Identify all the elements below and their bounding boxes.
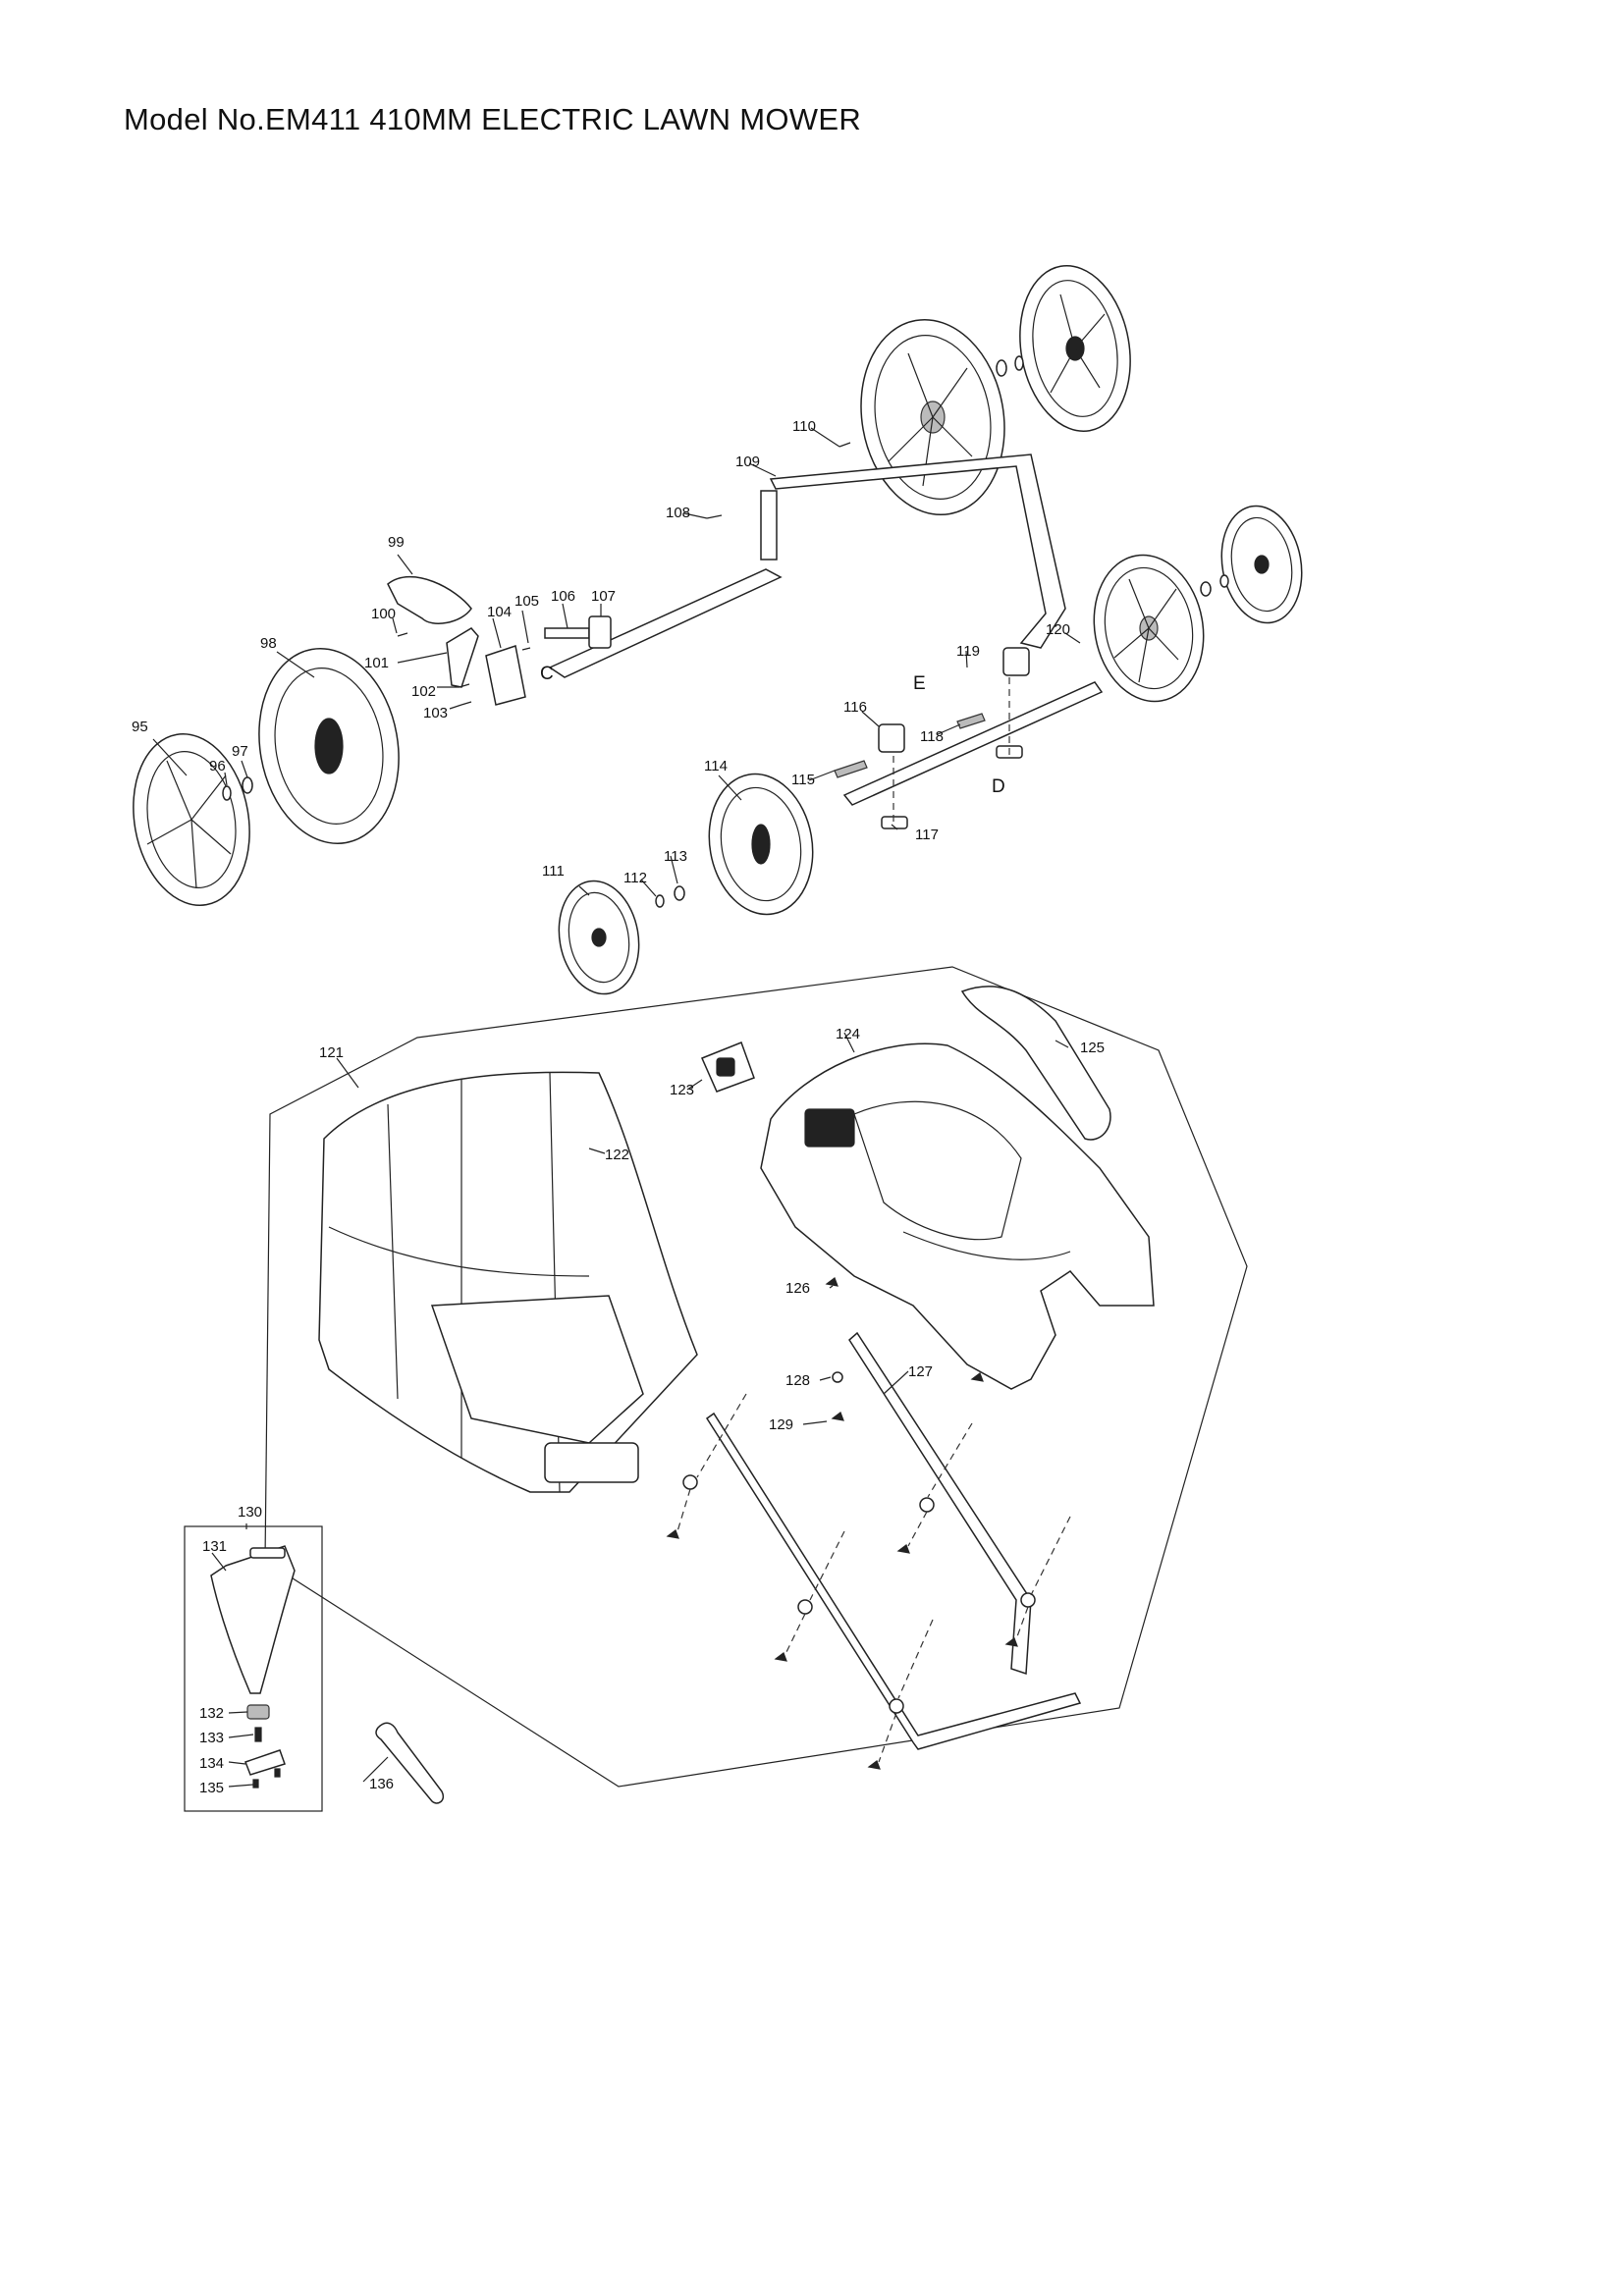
part-label-107: 107 <box>591 588 616 605</box>
part-label-100: 100 <box>371 606 396 622</box>
grass-bag <box>318 1071 698 1493</box>
indicator-window <box>701 1041 755 1093</box>
part-label-101: 101 <box>364 655 389 671</box>
part-label-114: 114 <box>704 758 728 774</box>
mulch-spring <box>254 1727 262 1742</box>
front-right-washer-a <box>1219 574 1229 588</box>
rear-right-wheel <box>860 318 1005 516</box>
part-label-134: 134 <box>199 1755 224 1772</box>
part-label-130: 130 <box>238 1504 262 1521</box>
lever-handle <box>387 575 472 624</box>
part-label-125: 125 <box>1080 1040 1105 1056</box>
spring-115 <box>834 760 868 778</box>
part-label-135: 135 <box>199 1780 224 1796</box>
part-label-111: 111 <box>542 863 565 880</box>
part-label-109: 109 <box>735 454 760 470</box>
safety-key <box>375 1722 444 1804</box>
front-left-wheel <box>708 773 814 916</box>
part-labels: 95 96 97 98 99 100 101 102 103 104 105 1… <box>132 418 1105 1796</box>
part-label-98: 98 <box>260 635 277 652</box>
front-right-hubcap <box>1220 505 1303 624</box>
reference-labels: C D E <box>540 664 1005 797</box>
part-label-119: 119 <box>956 643 980 660</box>
lever-arm <box>446 627 479 688</box>
axle-bracket-116 <box>878 723 905 753</box>
washer-97 <box>242 776 253 794</box>
rear-left-hubcap <box>133 733 250 906</box>
part-label-118: 118 <box>920 728 944 745</box>
part-label-108: 108 <box>666 505 690 521</box>
mulch-plug <box>210 1545 296 1694</box>
part-label-104: 104 <box>487 604 512 620</box>
lever-pin <box>544 627 590 639</box>
ref-label-e: E <box>913 673 926 694</box>
lever-plate <box>485 645 526 706</box>
part-label-126: 126 <box>785 1280 810 1297</box>
page-title: Model No.EM411 410MM ELECTRIC LAWN MOWER <box>124 102 862 136</box>
part-label-121: 121 <box>319 1044 344 1061</box>
rear-axle <box>548 568 783 678</box>
front-right-wheel <box>1093 554 1205 703</box>
part-label-127: 127 <box>908 1363 933 1380</box>
ref-label-c: C <box>540 664 554 684</box>
ref-label-d: D <box>992 776 1005 797</box>
part-label-122: 122 <box>605 1147 629 1163</box>
part-label-102: 102 <box>411 683 436 700</box>
part-label-115: 115 <box>791 772 815 788</box>
mulch-latch <box>244 1749 286 1776</box>
lever-bracket <box>588 615 612 649</box>
part-label-129: 129 <box>769 1416 793 1433</box>
spring-118 <box>956 713 986 729</box>
part-label-117: 117 <box>915 827 939 843</box>
part-label-116: 116 <box>843 699 867 716</box>
screw-108 <box>706 514 723 519</box>
part-label-113: 113 <box>664 848 687 865</box>
part-label-95: 95 <box>132 719 148 735</box>
part-label-136: 136 <box>369 1776 394 1792</box>
part-label-123: 123 <box>670 1082 694 1098</box>
grass-box-lid <box>760 1042 1155 1390</box>
mulch-kit-box <box>184 1525 323 1812</box>
front-left-hubcap <box>558 880 640 995</box>
axle-bracket-119 <box>1002 647 1030 676</box>
part-label-103: 103 <box>423 705 448 721</box>
clip-117 <box>881 816 908 829</box>
part-label-133: 133 <box>199 1730 224 1746</box>
rear-right-hubcap <box>1019 264 1131 433</box>
washer-96 <box>222 785 232 801</box>
mulch-clip <box>246 1704 270 1720</box>
front-right-washer-b <box>1200 581 1212 597</box>
lid-frame <box>705 1331 1082 1750</box>
rear-left-wheel <box>258 648 400 844</box>
rear-bracket <box>760 490 778 561</box>
part-label-96: 96 <box>209 758 226 774</box>
part-label-99: 99 <box>388 534 405 551</box>
part-label-112: 112 <box>623 870 647 886</box>
part-label-97: 97 <box>232 743 248 760</box>
part-label-120: 120 <box>1046 621 1070 638</box>
part-label-106: 106 <box>551 588 575 605</box>
screw-110 <box>839 442 851 448</box>
rear-right-washers <box>996 355 1024 377</box>
part-label-131: 131 <box>202 1538 227 1555</box>
part-label-124: 124 <box>836 1026 860 1042</box>
washer-113 <box>674 885 685 901</box>
front-axle <box>842 681 1104 806</box>
fasteners <box>666 1277 1071 1770</box>
washer-112 <box>655 894 665 908</box>
leader-lines <box>152 427 1081 1788</box>
part-label-105: 105 <box>514 593 539 610</box>
part-label-128: 128 <box>785 1372 810 1389</box>
rear-handle <box>960 986 1111 1141</box>
height-adjust-bar <box>769 454 1066 649</box>
part-label-132: 132 <box>199 1705 224 1722</box>
part-label-110: 110 <box>792 418 816 435</box>
